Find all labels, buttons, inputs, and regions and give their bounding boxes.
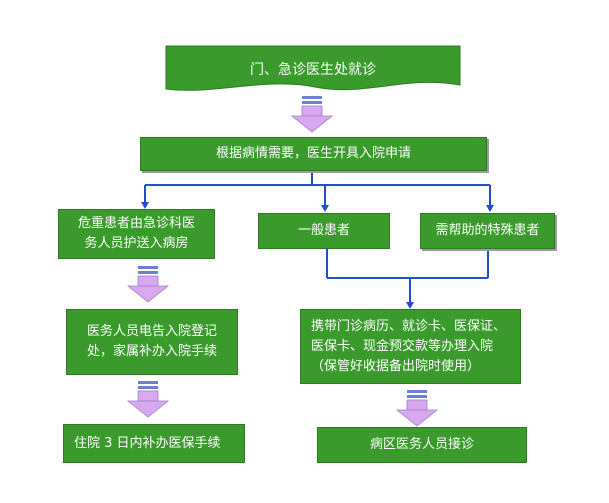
registration-notice-line1: 医务人员电告入院登记 — [86, 324, 217, 339]
down-arrow-icon — [291, 96, 333, 133]
general-patient-box: 一般患者 — [258, 213, 390, 249]
down-arrow-icon — [127, 381, 169, 418]
down-arrow-icon — [396, 390, 438, 427]
admission-documents-line2: 医保卡、现金预交款等办理入院 — [311, 338, 494, 354]
start-banner-label: 门、急诊医生处就诊 — [250, 62, 376, 78]
start-banner: 门、急诊医生处就诊 — [165, 45, 461, 93]
admission-documents-line3: （保管好收据备出院时使用） — [311, 358, 481, 374]
insurance-followup-label: 住院 3 日内补办医保手续 — [74, 435, 221, 451]
general-patient-label: 一般患者 — [297, 223, 350, 238]
admission-request-label: 根据病情需要，医生开具入院申请 — [215, 146, 411, 161]
special-patient-box: 需帮助的特殊患者 — [420, 213, 555, 249]
insurance-followup-box: 住院 3 日内补办医保手续 — [63, 424, 245, 463]
admission-documents-box: 携带门诊病历、就诊卡、医保证、 医保卡、现金预交款等办理入院 （保管好收据备出院… — [300, 309, 521, 384]
critical-patient-line1: 危重患者由急诊科医 — [77, 216, 195, 231]
registration-notice-line2: 处，家属补办入院手续 — [86, 344, 217, 359]
ward-reception-box: 病区医务人员接诊 — [317, 427, 527, 463]
critical-patient-line2: 务人员护送入病房 — [84, 236, 189, 251]
admission-request-box: 根据病情需要，医生开具入院申请 — [140, 137, 487, 171]
ward-reception-label: 病区医务人员接诊 — [369, 437, 474, 452]
special-patient-label: 需帮助的特殊患者 — [435, 223, 540, 238]
admission-documents-line1: 携带门诊病历、就诊卡、医保证、 — [311, 318, 507, 334]
down-arrow-icon — [127, 266, 169, 303]
banner-shape — [165, 45, 461, 91]
critical-patient-box: 危重患者由急诊科医 务人员护送入病房 — [58, 209, 215, 259]
registration-notice-box: 医务人员电告入院登记 处，家属补办入院手续 — [66, 309, 238, 375]
